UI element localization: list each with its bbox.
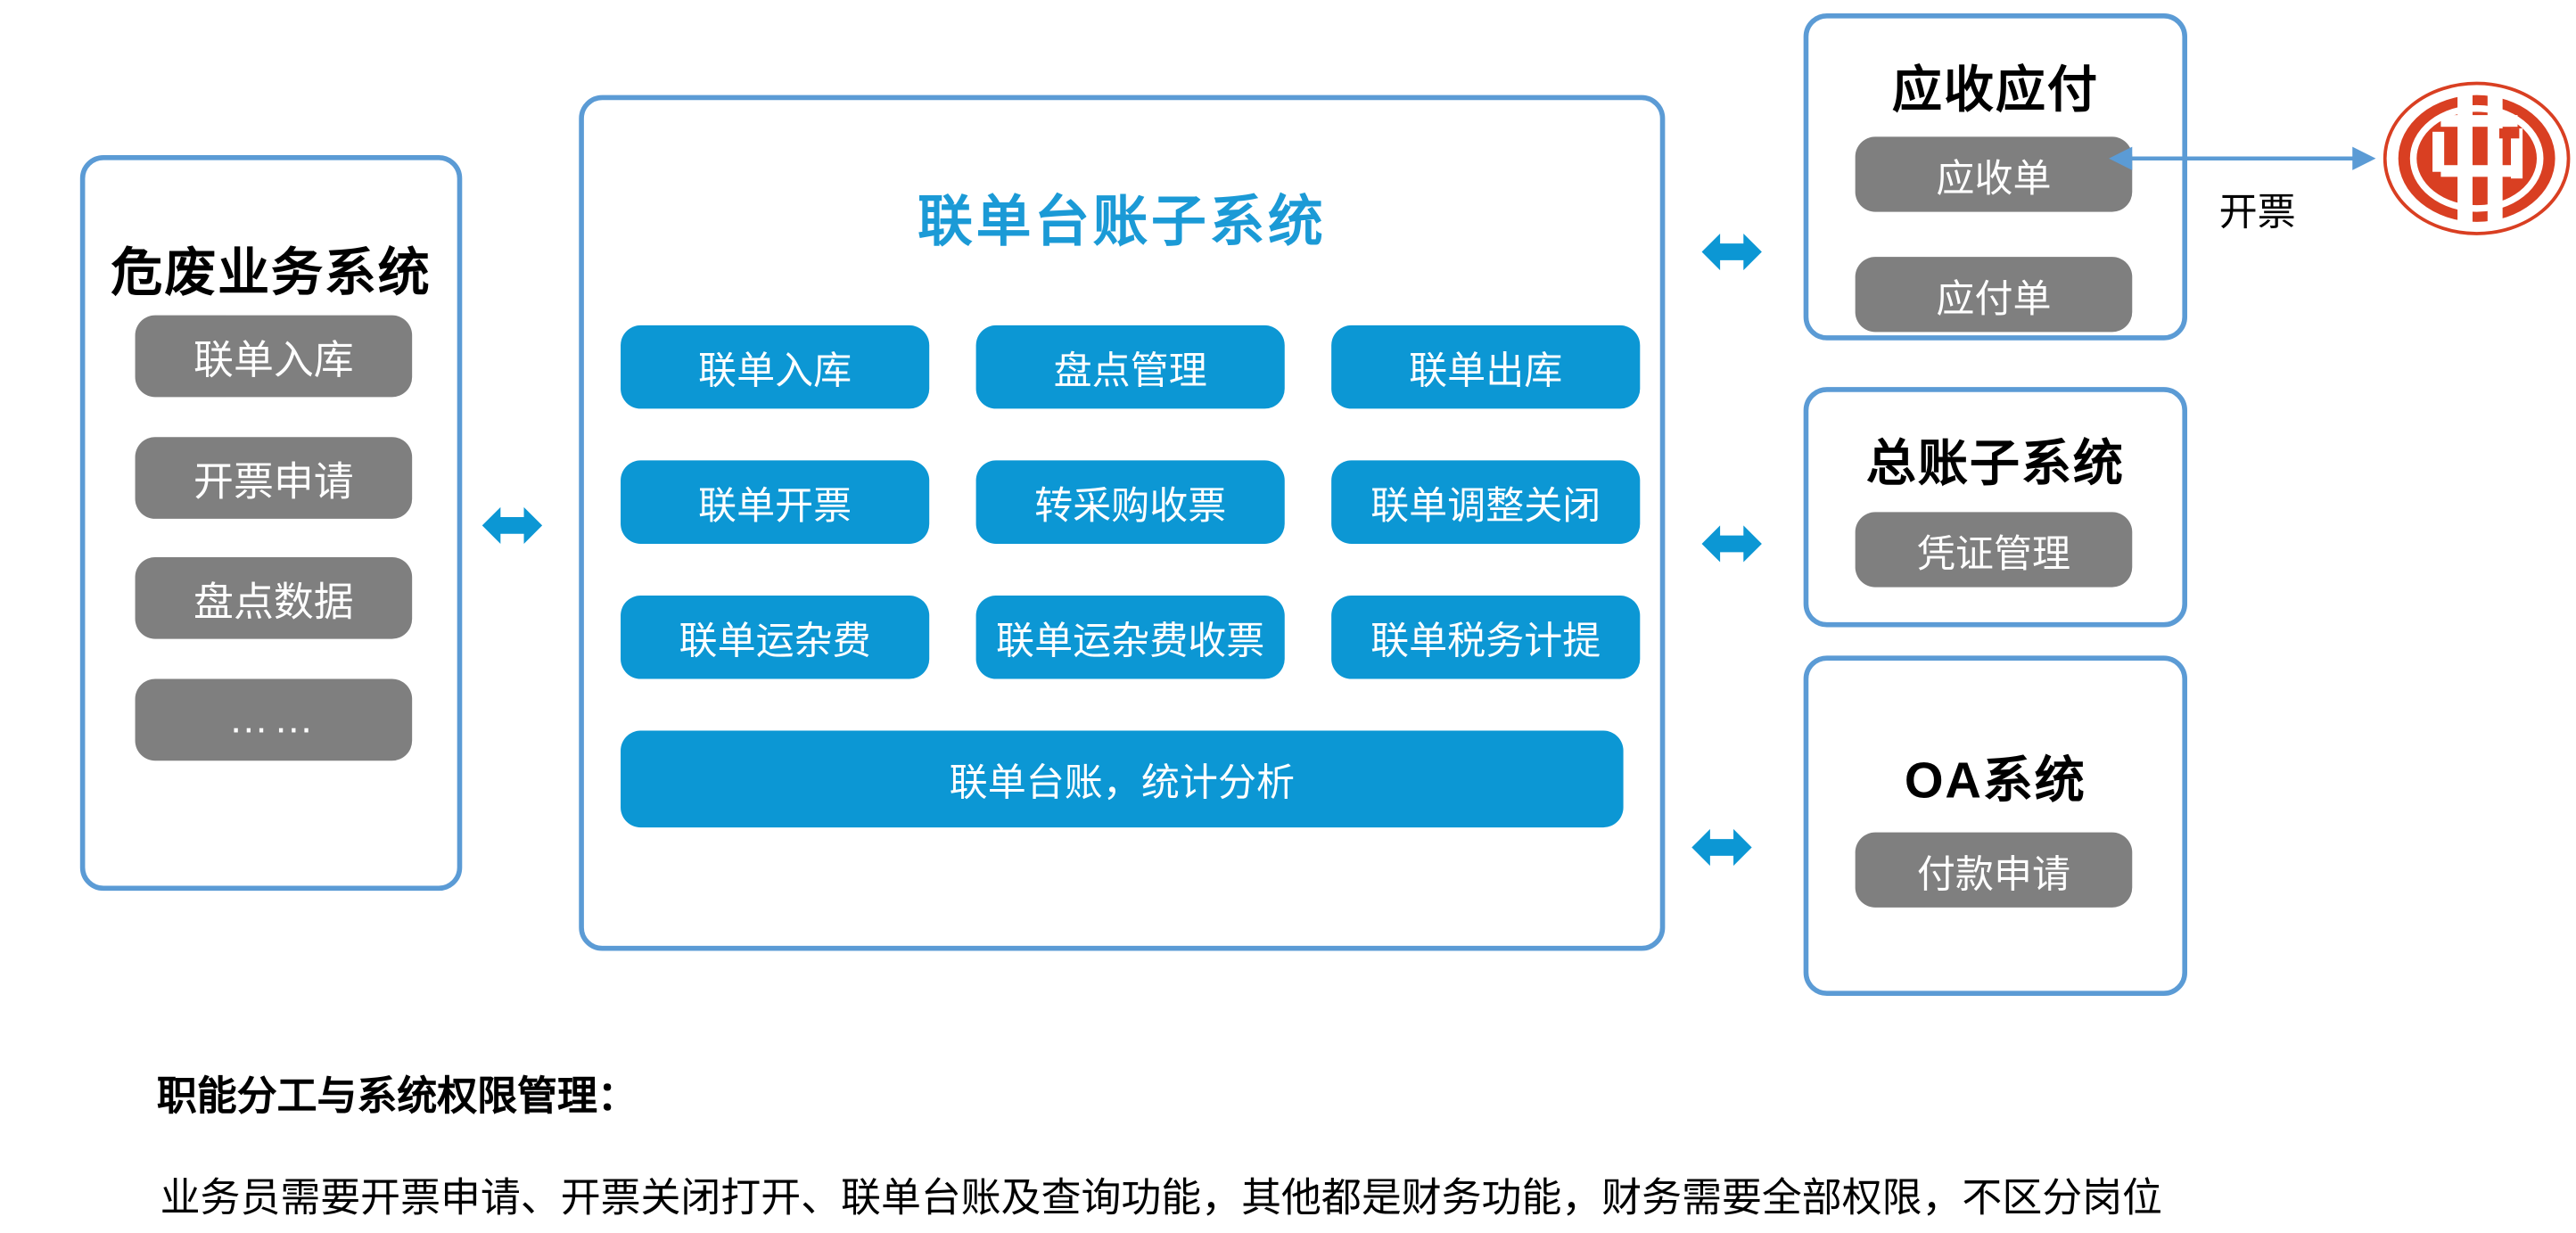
- tile-manifest-freight-fee-receipt[interactable]: 联单运杂费收票: [975, 595, 1285, 679]
- notes-heading: 职能分工与系统权限管理：: [156, 1073, 638, 1120]
- panel-title-general-ledger: 总账子系统: [1865, 437, 2125, 492]
- left-item-manifest-inbound[interactable]: 联单入库: [135, 315, 413, 398]
- tile-manifest-ledger-statistics[interactable]: 联单台账，统计分析: [621, 730, 1624, 828]
- module-tile-grid: 联单入库 盘点管理 联单出库 联单开票 转采购收票 联单调整关闭 联单运杂费 联…: [621, 325, 1641, 679]
- item-receivable-document[interactable]: 应收单: [1855, 136, 2133, 212]
- tile-manifest-outbound[interactable]: 联单出库: [1331, 325, 1641, 409]
- bidirectional-arrow-icon-general-ledger: [1701, 525, 1762, 563]
- notes-body: 业务员需要开票申请、开票关闭打开、联单台账及查询功能，其他都是财务功能，财务需要…: [160, 1176, 2162, 1221]
- panel-title-oa-system: OA系统: [1904, 753, 2086, 810]
- panel-oa-system: OA系统 付款申请: [1803, 655, 2188, 997]
- left-item-stocktake-data[interactable]: 盘点数据: [135, 556, 413, 639]
- panel-hazardous-waste-business-system: 危废业务系统 联单入库 开票申请 盘点数据 ……: [79, 155, 463, 892]
- tile-manifest-inbound[interactable]: 联单入库: [621, 325, 930, 409]
- bidirectional-arrow-icon-oa: [1691, 828, 1752, 867]
- panel-title-receivable-payable: 应收应付: [1891, 63, 2099, 119]
- tile-manifest-tax-accrual[interactable]: 联单税务计提: [1331, 595, 1641, 679]
- panel-general-ledger-subsystem: 总账子系统 凭证管理: [1803, 387, 2188, 628]
- tile-manifest-freight-fee[interactable]: 联单运杂费: [621, 595, 930, 679]
- bidirectional-arrow-icon-left: [481, 506, 543, 544]
- tax-bureau-logo-icon: [2383, 81, 2571, 235]
- tile-manifest-adjust-close[interactable]: 联单调整关闭: [1331, 460, 1641, 544]
- panel-title-hazardous-waste: 危废业务系统: [111, 243, 432, 302]
- invoice-connector-arrow-icon: [2109, 146, 2376, 170]
- left-item-ellipsis[interactable]: ……: [135, 678, 413, 761]
- panel-manifest-ledger-subsystem: 联单台账子系统 联单入库 盘点管理 联单出库 联单开票 转采购收票 联单调整关闭…: [579, 95, 1666, 951]
- bidirectional-arrow-icon-receivable-payable: [1701, 233, 1762, 271]
- tile-stocktake-management[interactable]: 盘点管理: [975, 325, 1285, 409]
- item-payment-request[interactable]: 付款申请: [1855, 832, 2133, 908]
- left-item-invoice-request[interactable]: 开票申请: [135, 437, 413, 519]
- invoice-connector-label: 开票: [2218, 190, 2296, 234]
- panel-title-manifest-ledger: 联单台账子系统: [918, 190, 1327, 252]
- tile-manifest-invoicing[interactable]: 联单开票: [621, 460, 930, 544]
- panel-receivable-payable: 应收应付 应收单 应付单: [1803, 12, 2188, 341]
- tile-convert-purchase-receipt[interactable]: 转采购收票: [975, 460, 1285, 544]
- item-voucher-management[interactable]: 凭证管理: [1855, 512, 2133, 588]
- item-payable-document[interactable]: 应付单: [1855, 257, 2133, 333]
